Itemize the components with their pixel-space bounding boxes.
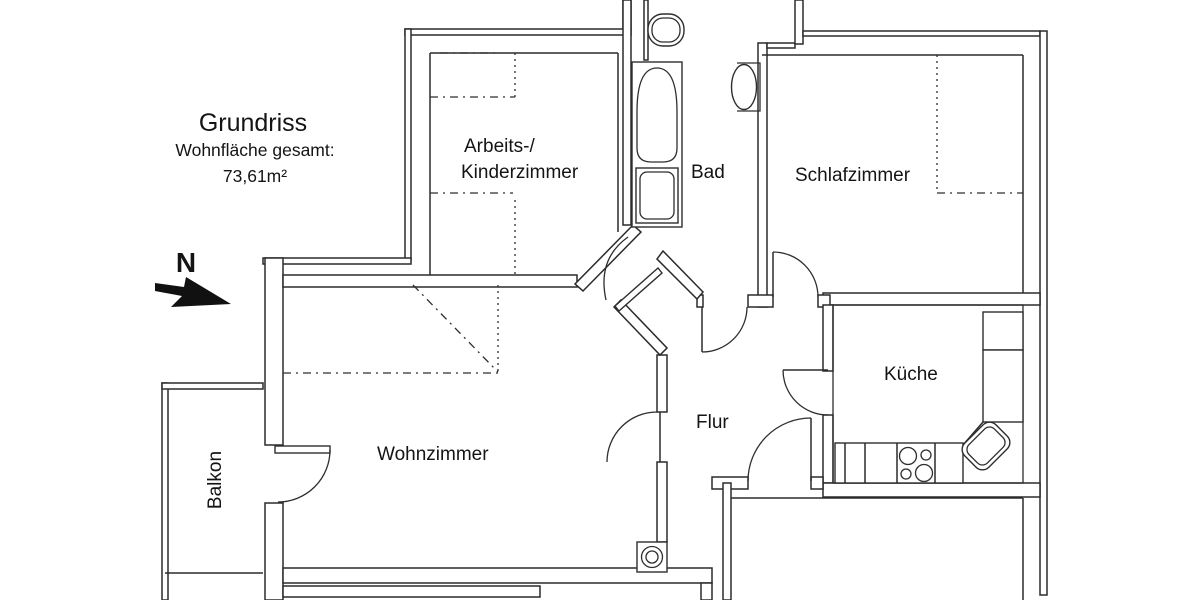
bathtub — [636, 67, 678, 163]
plan-title: Grundriss — [199, 109, 307, 137]
landing-door-arc — [701, 306, 748, 353]
shower — [635, 167, 679, 224]
north-label: N — [176, 247, 196, 278]
lower-room-door-arc — [747, 417, 812, 482]
balkon-door-leaf — [274, 445, 331, 454]
vestibule-door-arc — [603, 236, 629, 301]
north-arrow — [155, 277, 231, 307]
room-label-bad: Bad — [691, 162, 725, 183]
dashed-marks — [283, 52, 1023, 374]
room-label-arbeitszimmer-line2: Kinderzimmer — [461, 162, 579, 183]
kueche-door-arc — [782, 369, 829, 416]
washbasin — [730, 63, 758, 111]
cooktop — [898, 446, 934, 483]
kitchen-tall-unit-top — [982, 311, 1024, 351]
shower-inner — [639, 171, 675, 220]
plan-subtitle: Wohnfläche gesamt: — [175, 140, 334, 160]
kitchen-counter — [834, 442, 964, 484]
walls — [161, 0, 1048, 600]
balkon-door-arc — [277, 449, 331, 503]
room-label-flur: Flur — [696, 412, 729, 433]
bath-fixtures — [631, 13, 761, 228]
vestibule-door-leaf — [614, 266, 663, 313]
labels: Grundriss Wohnfläche gesamt: 73,61m² N A… — [175, 109, 937, 509]
plan-area-value: 73,61m² — [223, 166, 287, 186]
room-label-arbeitszimmer-line1: Arbeits-/ — [464, 136, 535, 157]
kitchen-fixtures — [832, 304, 1024, 484]
wohnzimmer-door-arc — [606, 411, 658, 463]
misc-fixtures — [636, 541, 668, 573]
doors — [274, 236, 829, 503]
washbasin-vanity — [737, 62, 761, 112]
room-label-schlafzimmer: Schlafzimmer — [795, 165, 911, 186]
room-label-balkon: Balkon — [205, 451, 226, 509]
kitchen-tall-unit — [982, 349, 1024, 423]
room-label-kueche: Küche — [884, 364, 938, 385]
room-label-wohnzimmer: Wohnzimmer — [377, 444, 489, 465]
toilet — [647, 13, 685, 47]
toilet-inner — [651, 17, 681, 43]
schlafzimmer-door-arc — [772, 251, 819, 298]
kitchen-sink — [961, 421, 1011, 471]
